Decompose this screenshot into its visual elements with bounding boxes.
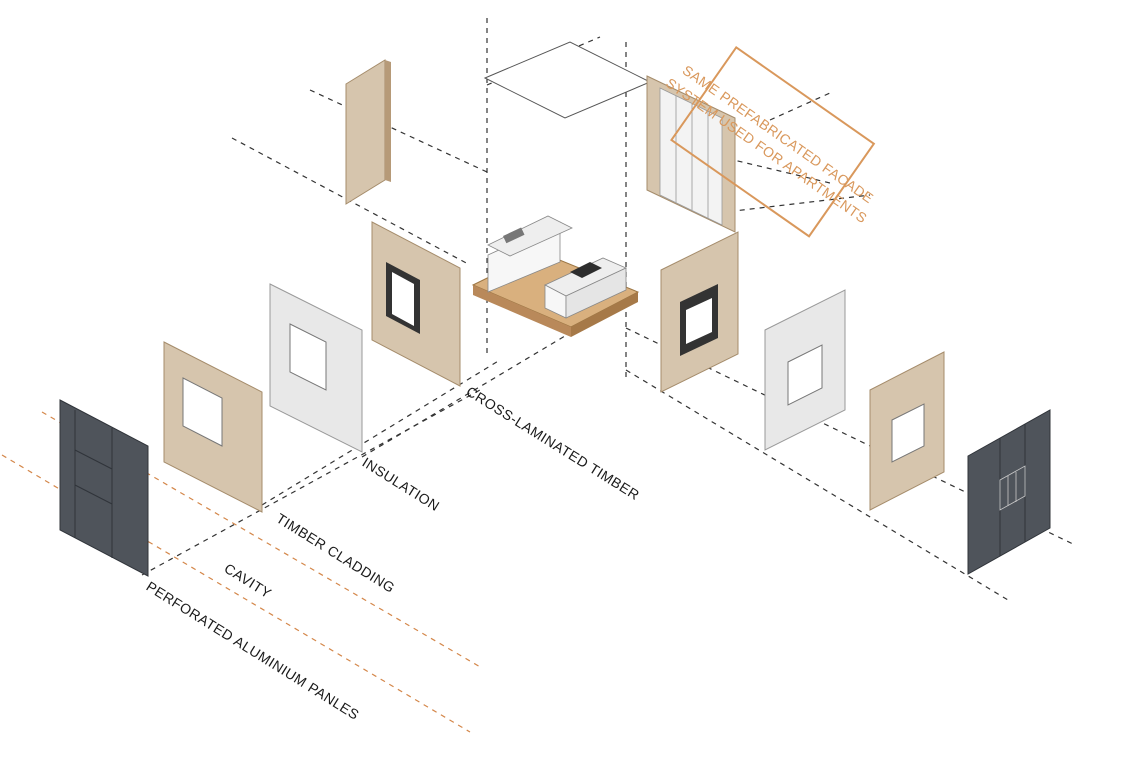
aluminium-panel-right bbox=[967, 409, 1051, 575]
clt-panel-right bbox=[660, 231, 739, 393]
timber-cladding-panel-left bbox=[163, 341, 263, 513]
sink-icon bbox=[502, 227, 525, 244]
insulation-panel-left bbox=[269, 283, 363, 453]
upper-right-wardrobe-panel bbox=[646, 75, 736, 233]
upper-left-panel bbox=[345, 59, 386, 205]
aluminium-panel-left bbox=[59, 399, 149, 577]
timber-cladding-panel-right bbox=[869, 351, 945, 511]
kitchen-module bbox=[471, 215, 640, 337]
ceiling-panel bbox=[483, 41, 652, 119]
cooktop-icon bbox=[570, 262, 602, 278]
insulation-panel-right bbox=[764, 289, 846, 451]
upper-left-panel-edge bbox=[385, 60, 391, 182]
clt-panel-left bbox=[371, 221, 461, 387]
